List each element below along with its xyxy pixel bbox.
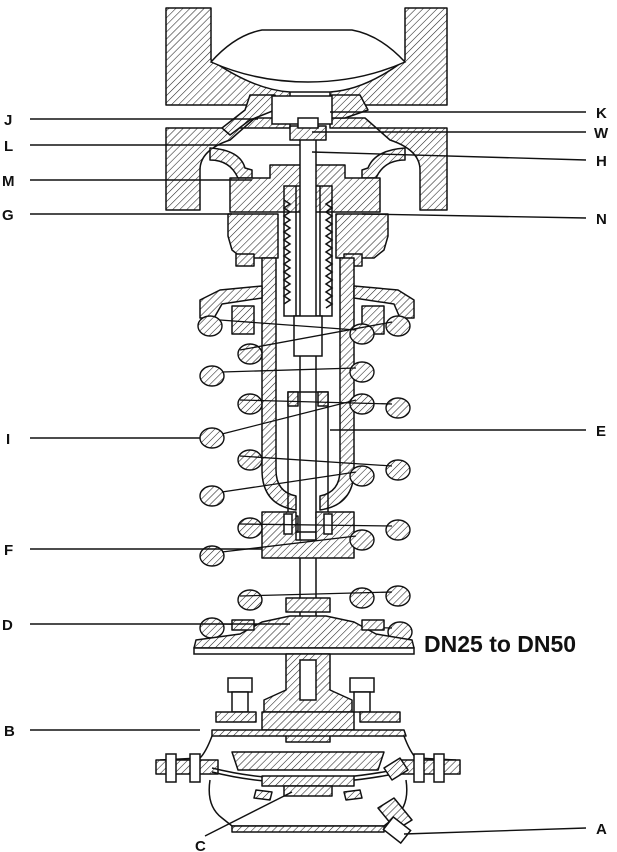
callout-c: C <box>195 838 206 852</box>
callout-j: J <box>4 112 12 129</box>
callout-labels: J L M G I F D B C K W H N E A <box>2 105 609 852</box>
size-range-caption: DN25 to DN50 <box>424 631 576 657</box>
callout-e: E <box>596 423 606 440</box>
callout-f: F <box>4 542 13 559</box>
callout-h: H <box>596 153 607 170</box>
callout-d: D <box>2 617 13 634</box>
callout-a: A <box>596 821 607 838</box>
callout-w: W <box>594 125 609 142</box>
diaphragm-housing <box>155 729 461 845</box>
actuator-yoke <box>215 653 401 743</box>
lower-spring-plate <box>193 597 415 655</box>
callout-leader-lines <box>30 111 587 837</box>
callout-l: L <box>4 138 13 155</box>
range-spring <box>197 315 413 643</box>
callout-g: G <box>2 207 14 224</box>
bonnet-flange <box>227 213 389 267</box>
callout-n: N <box>596 211 607 228</box>
valve-body <box>165 7 448 213</box>
callout-k: K <box>596 105 607 122</box>
callout-b: B <box>4 723 15 740</box>
callout-m: M <box>2 173 15 190</box>
callout-i: I <box>6 431 10 448</box>
